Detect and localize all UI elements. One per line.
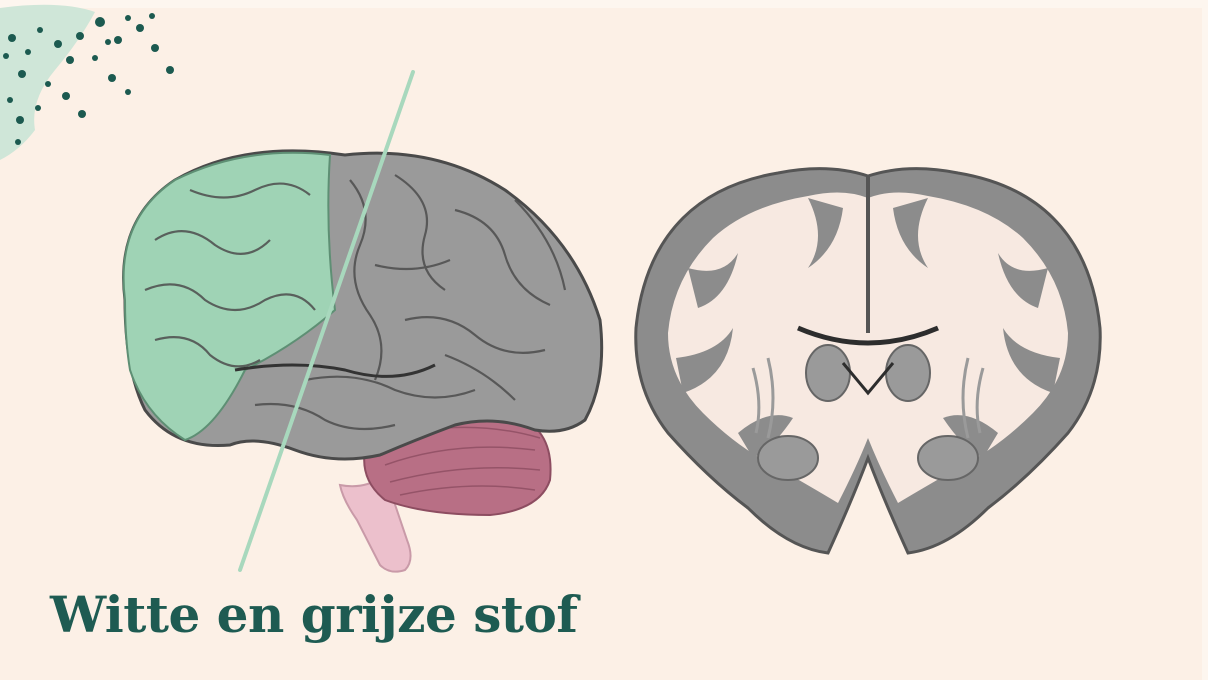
page-title: Witte en grijze stof xyxy=(50,590,577,640)
brain-lateral-icon xyxy=(95,70,615,580)
coronal-section-icon xyxy=(628,158,1118,578)
